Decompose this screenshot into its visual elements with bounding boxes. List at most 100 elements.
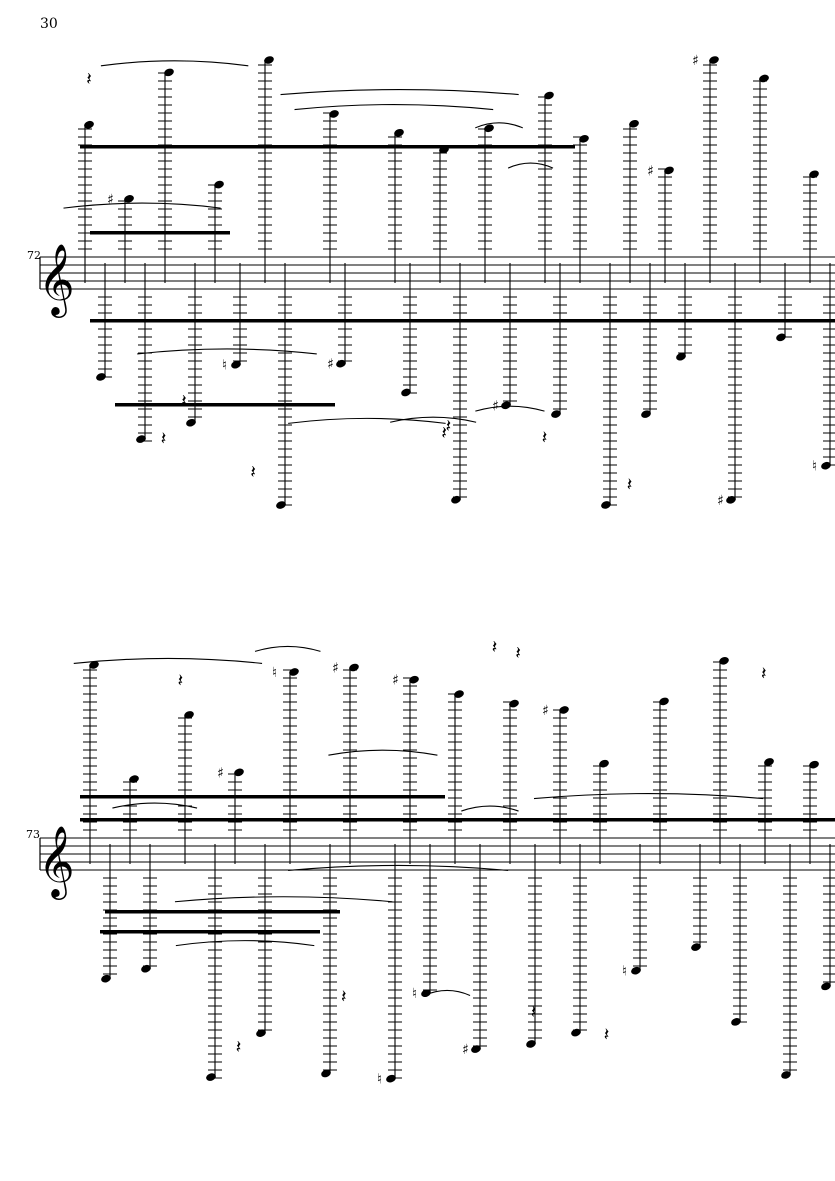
sharp-icon: ♯ xyxy=(647,163,654,179)
tie xyxy=(254,645,321,652)
notehead xyxy=(759,74,769,83)
tie xyxy=(288,417,446,424)
beam xyxy=(115,403,335,407)
ties xyxy=(73,645,764,996)
sharp-icon: ♯ xyxy=(332,660,339,676)
tie xyxy=(328,749,438,756)
notehead xyxy=(526,1040,536,1048)
notehead xyxy=(719,657,729,665)
notehead xyxy=(186,418,196,427)
sharp-icon: ♯ xyxy=(492,398,499,414)
notehead xyxy=(234,768,244,777)
rest-icon: 𝄽 xyxy=(236,1037,242,1058)
notehead xyxy=(394,128,404,137)
tie xyxy=(475,122,523,129)
notehead xyxy=(164,68,174,77)
rest-icon: 𝄽 xyxy=(492,637,498,658)
notehead xyxy=(676,352,686,361)
notehead xyxy=(136,435,146,443)
tie xyxy=(475,405,545,412)
notehead xyxy=(726,496,736,504)
notehead xyxy=(641,410,651,418)
rest-icon: 𝄽 xyxy=(161,428,167,449)
notehead xyxy=(206,1073,216,1081)
notehead xyxy=(141,964,151,973)
notehead xyxy=(289,668,299,676)
beam xyxy=(100,930,320,934)
notehead xyxy=(809,760,819,769)
markings: 𝄽𝄽𝄽𝄽𝄽𝄽𝄽𝄽 xyxy=(86,69,632,496)
rest-icon: 𝄽 xyxy=(441,423,447,444)
measure-number-72: 72 xyxy=(27,249,41,262)
beams xyxy=(80,795,835,934)
tie xyxy=(294,104,494,111)
notes: ♯♮♯♮♯♮♯♯♮ xyxy=(83,657,835,1088)
sharp-icon: ♯ xyxy=(327,357,334,373)
notehead xyxy=(599,759,609,768)
tie xyxy=(533,793,764,800)
sharp-icon: ♯ xyxy=(217,765,224,781)
notehead xyxy=(101,974,111,983)
notehead xyxy=(821,461,831,470)
notehead xyxy=(659,697,669,706)
notehead xyxy=(709,56,719,64)
rest-icon: 𝄽 xyxy=(515,643,521,664)
notehead xyxy=(764,758,774,766)
notehead xyxy=(776,333,786,342)
beams xyxy=(80,145,835,407)
notehead xyxy=(484,124,494,133)
notehead xyxy=(821,982,831,991)
tie xyxy=(424,989,471,996)
notehead xyxy=(509,699,519,708)
notehead xyxy=(571,1028,581,1037)
sharp-icon: ♯ xyxy=(692,53,699,69)
tie xyxy=(73,657,263,664)
notehead xyxy=(544,91,554,100)
notehead xyxy=(631,966,641,975)
notehead xyxy=(256,1029,266,1037)
tie xyxy=(280,89,519,96)
tie xyxy=(288,864,509,871)
notehead xyxy=(89,661,99,669)
natural-icon: ♮ xyxy=(272,665,277,681)
sharp-icon: ♯ xyxy=(392,673,399,689)
system-72: 𝄞 ♯♮♯♯♯♯♯♮ 𝄽𝄽𝄽𝄽𝄽𝄽𝄽𝄽 xyxy=(38,53,835,509)
notehead xyxy=(781,1071,791,1079)
tie xyxy=(63,202,221,209)
notehead xyxy=(276,501,286,509)
notehead xyxy=(184,711,194,719)
treble-clef-icon: 𝄞 xyxy=(38,824,75,900)
notehead xyxy=(809,170,819,179)
notehead xyxy=(409,675,419,684)
natural-icon: ♮ xyxy=(377,1072,382,1088)
markings: 𝄽𝄽𝄽𝄽𝄽𝄽𝄽𝄽 xyxy=(178,637,767,1058)
rest-icon: 𝄽 xyxy=(341,986,347,1007)
notehead xyxy=(386,1074,396,1083)
page-number: 30 xyxy=(40,16,58,32)
notehead xyxy=(559,706,569,714)
staff-lines xyxy=(39,256,835,290)
sharp-icon: ♯ xyxy=(542,703,549,719)
tie xyxy=(390,416,477,423)
notehead xyxy=(501,401,511,410)
notehead xyxy=(629,119,639,128)
rest-icon: 𝄽 xyxy=(250,462,256,483)
notehead xyxy=(264,56,274,64)
notehead xyxy=(96,373,106,381)
tie xyxy=(174,896,393,903)
rest-icon: 𝄽 xyxy=(604,1025,610,1046)
beam xyxy=(80,795,445,799)
notehead xyxy=(471,1045,481,1053)
natural-icon: ♮ xyxy=(412,986,417,1002)
notehead xyxy=(124,195,134,203)
tie xyxy=(175,940,315,947)
notehead xyxy=(454,690,464,698)
treble-clef-icon: 𝄞 xyxy=(38,242,75,318)
natural-icon: ♮ xyxy=(222,358,227,374)
natural-icon: ♮ xyxy=(622,964,627,980)
system-73: 𝄞 ♯♮♯♮♯♮♯♯♮ 𝄽𝄽𝄽𝄽𝄽𝄽𝄽𝄽 xyxy=(38,637,835,1088)
beam xyxy=(105,910,340,914)
tie xyxy=(507,162,554,169)
tie xyxy=(461,805,519,812)
